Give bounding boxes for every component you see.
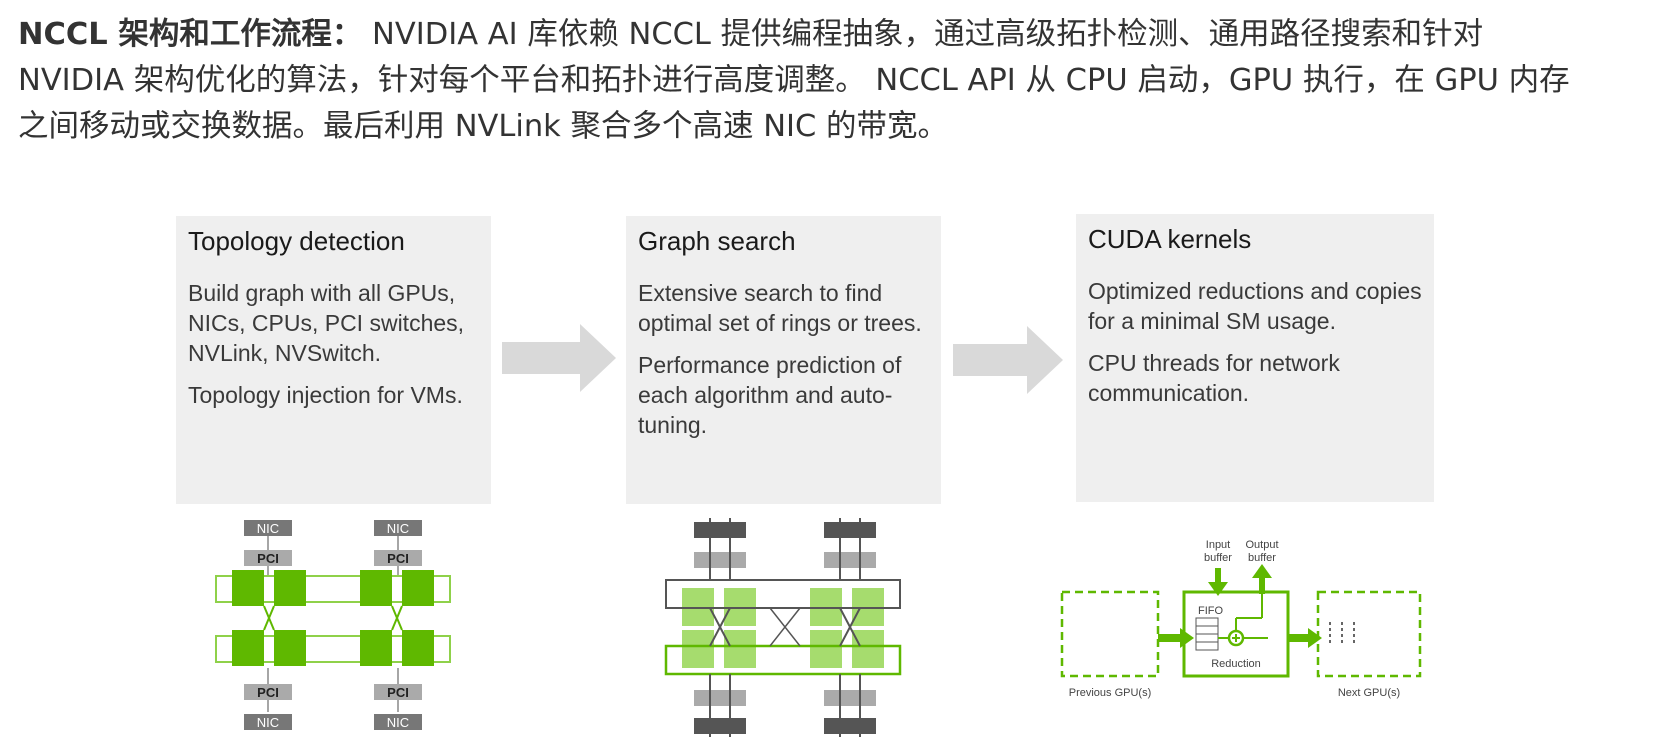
cuda-kernel-diagram: Previous GPU(s) Next GPU(s) Reduction FI… xyxy=(1060,539,1422,699)
reduction-label: Reduction xyxy=(1211,658,1261,670)
data-in-arrow-icon xyxy=(1158,628,1194,648)
gpu-block xyxy=(402,570,434,606)
gpu-block xyxy=(232,570,264,606)
stage-card-graph-search: Graph search Extensive search to find op… xyxy=(626,216,941,504)
nic-label: NIC xyxy=(387,521,409,536)
pci-switch-box: PCI xyxy=(244,684,292,700)
pci-switch-box: PCI xyxy=(244,550,292,566)
stage-title: Graph search xyxy=(638,226,796,256)
output-buffer-arrow-icon xyxy=(1252,564,1272,594)
pci-label: PCI xyxy=(257,685,279,700)
nic-box: NIC xyxy=(374,714,422,730)
intro-lead: NCCL 架构和工作流程： xyxy=(18,17,363,52)
previous-gpu-label: Previous GPU(s) xyxy=(1069,687,1152,699)
gpu-block xyxy=(274,570,306,606)
gpu-block xyxy=(274,630,306,666)
pci-switch-box: PCI xyxy=(374,684,422,700)
next-gpu-box xyxy=(1316,590,1422,678)
stage-description: CPU threads for network communication. xyxy=(1088,350,1340,406)
previous-gpu-box xyxy=(1060,590,1160,678)
nic-label: NIC xyxy=(257,521,279,536)
flow-arrow-icon xyxy=(953,326,1063,394)
stage-description: Performance prediction of each algorithm… xyxy=(638,352,902,438)
stage-description: Optimized reductions and copies for a mi… xyxy=(1088,278,1422,334)
nic-box: NIC xyxy=(374,520,422,536)
nic-label: NIC xyxy=(257,715,279,730)
input-buffer-arrow-icon xyxy=(1208,568,1228,596)
pci-label: PCI xyxy=(387,551,409,566)
intro-paragraph: NCCL 架构和工作流程： NVIDIA AI 库依赖 NCCL 提供编程抽象，… xyxy=(18,12,1578,150)
data-out-arrow-icon xyxy=(1288,628,1322,648)
pci-switch-box: PCI xyxy=(374,550,422,566)
gpu-block xyxy=(360,570,392,606)
stage-card-cuda-kernels: CUDA kernels Optimized reductions and co… xyxy=(1076,214,1434,502)
stage-description: Extensive search to find optimal set of … xyxy=(638,280,922,336)
stage-title: CUDA kernels xyxy=(1088,224,1252,254)
gpu-block xyxy=(360,630,392,666)
graph-search-diagram xyxy=(664,518,902,737)
nic-label: NIC xyxy=(387,715,409,730)
intro-body: NVIDIA AI 库依赖 NCCL 提供编程抽象，通过高级拓扑检测、通用路径搜… xyxy=(18,17,1570,144)
stage-title: Topology detection xyxy=(188,226,405,256)
flow-arrow-icon xyxy=(502,324,616,392)
stage-description: Build graph with all GPUs, NICs, CPUs, P… xyxy=(188,280,465,366)
pci-label: PCI xyxy=(257,551,279,566)
nic-box: NIC xyxy=(244,714,292,730)
stage-card-topology-detection: Topology detection Build graph with all … xyxy=(176,216,491,504)
gpu-block xyxy=(232,630,264,666)
pci-label: PCI xyxy=(387,685,409,700)
fifo-label: FIFO xyxy=(1198,605,1223,617)
topology-diagram: NIC NIC PCI PCI PCI PCI NIC NIC xyxy=(215,520,451,730)
stage-description: Topology injection for VMs. xyxy=(188,382,463,408)
next-gpu-label: Next GPU(s) xyxy=(1338,687,1400,699)
fifo-queue xyxy=(1195,617,1219,651)
gpu-block xyxy=(402,630,434,666)
nic-box: NIC xyxy=(244,520,292,536)
